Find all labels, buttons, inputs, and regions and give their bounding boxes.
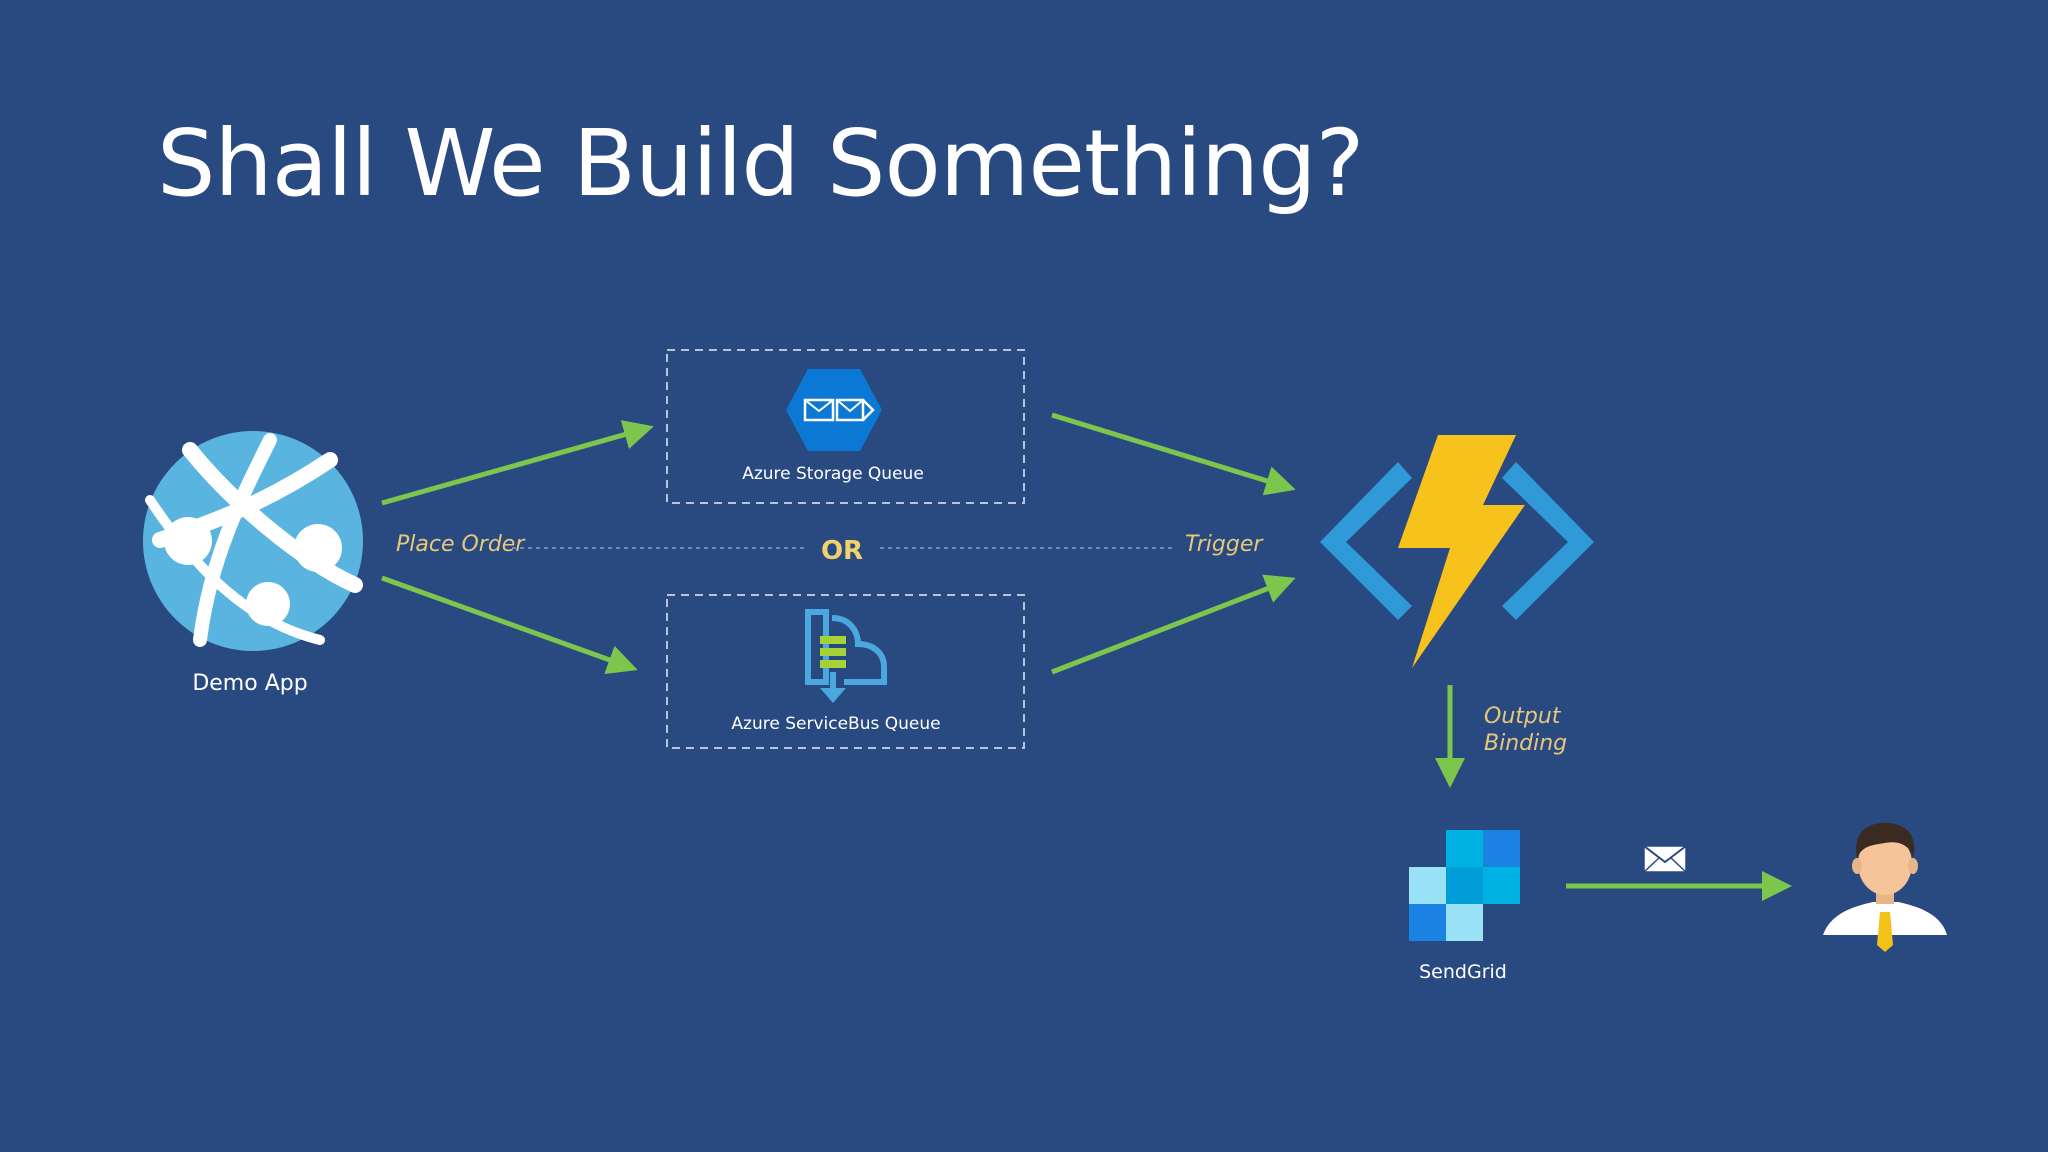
envelope-icon <box>1643 845 1687 873</box>
recipient-node <box>1823 822 1947 952</box>
servicebus-queue-label: Azure ServiceBus Queue <box>731 714 940 734</box>
trigger-label: Trigger <box>1185 532 1264 557</box>
output-binding-label-line2: Binding <box>1484 731 1567 756</box>
arrow-app-to-storage-queue <box>381 420 654 506</box>
demo-app-node: Demo App <box>143 431 363 696</box>
storage-queue-icon <box>786 369 882 451</box>
sendgrid-label: SendGrid <box>1419 961 1507 983</box>
or-label: OR <box>821 536 863 566</box>
sendgrid-node: SendGrid <box>1409 830 1520 983</box>
arrow-app-to-servicebus-queue <box>381 575 638 674</box>
arrow-servicebus-queue-to-function <box>1051 574 1296 675</box>
demo-app-label: Demo App <box>192 671 307 696</box>
storage-queue-label: Azure Storage Queue <box>742 464 924 484</box>
azure-functions-icon <box>1320 435 1594 668</box>
sendgrid-logo-icon <box>1409 830 1520 941</box>
function-node <box>1320 435 1594 668</box>
user-avatar-icon <box>1823 822 1947 952</box>
servicebus-queue-node: Azure ServiceBus Queue <box>666 594 1025 749</box>
servicebus-queue-box <box>666 594 1025 749</box>
arrow-storage-queue-to-function <box>1051 412 1296 496</box>
output-binding-label-line1: Output <box>1484 704 1562 729</box>
web-app-globe-icon <box>143 431 363 651</box>
storage-queue-box <box>666 349 1025 504</box>
servicebus-queue-icon <box>805 609 887 703</box>
storage-queue-node: Azure Storage Queue <box>666 349 1025 504</box>
place-order-label: Place Order <box>396 532 526 557</box>
slide-title: Shall We Build Something? <box>157 110 1364 217</box>
